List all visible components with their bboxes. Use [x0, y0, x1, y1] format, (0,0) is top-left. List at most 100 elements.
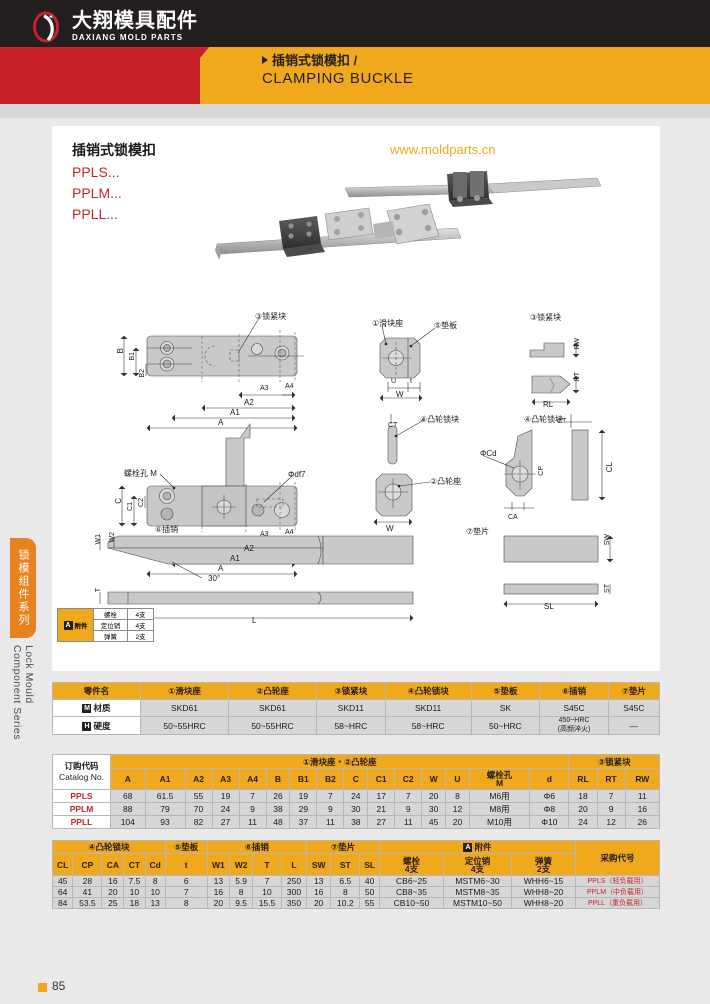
- mark-a-icon-2: A: [463, 843, 473, 853]
- label-cam-seat: ②凸轮座: [430, 477, 462, 486]
- dim-cell: 82: [184, 815, 213, 829]
- col-SL: SL: [359, 853, 380, 876]
- dim-A4b: A4: [285, 529, 294, 536]
- dim-cell: M6用: [468, 789, 531, 803]
- footer-marker-icon: [38, 983, 47, 992]
- label-lock-block-top: ③锁紧块: [255, 312, 287, 321]
- page-number: 85: [52, 979, 66, 993]
- dim2-cell: 64: [51, 886, 74, 898]
- dim-B: B: [116, 348, 125, 354]
- dim-cell: 11: [394, 815, 423, 829]
- group-header-pin: ⑥插销: [206, 840, 308, 854]
- dim2-cell: 84: [51, 897, 74, 909]
- dim-cell: 17: [367, 789, 396, 803]
- header-bottom-grey: [0, 104, 710, 118]
- table-header-row: 零件名 ①滑块座 ②凸轮座 ③锁紧块 ④凸轮锁块 ⑤垫板 ⑥插销 ⑦垫片: [52, 682, 661, 700]
- sidebar-tab-en: Lock Mould Component Series: [10, 645, 36, 765]
- group-header-slider-cam: ①滑块座・②凸轮座: [109, 754, 570, 769]
- dim2-cell: 10.2: [330, 897, 361, 909]
- material-cell: SK: [470, 699, 541, 717]
- dim2-cell: 8: [229, 886, 253, 898]
- dim-cell: Φ10: [529, 815, 570, 829]
- dim2-cell: 20: [306, 897, 332, 909]
- dim-t: t: [410, 378, 412, 385]
- dim-CA: CA: [508, 514, 518, 521]
- dim2-cell: 10: [144, 886, 166, 898]
- label-bolt-hole: 螺栓孔 M: [124, 469, 157, 478]
- material-cell: SKD61: [227, 699, 317, 717]
- material-col-header: ⑥插销: [539, 682, 609, 700]
- dim-cell: 27: [367, 815, 396, 829]
- accessory-qty: 4支: [127, 608, 154, 620]
- dim-A1b: A1: [230, 554, 240, 563]
- dim-cell: 38: [343, 815, 369, 829]
- group-header-cam-lock: ④凸轮锁块: [52, 840, 166, 854]
- dim2-cell: 10: [251, 886, 282, 898]
- page-title-en: CLAMPING BUCKLE: [262, 70, 414, 87]
- label-cam-lock-right: ④凸轮锁块: [524, 415, 564, 424]
- dim-CT: CT: [388, 422, 398, 429]
- dim2-cell: 250: [280, 875, 308, 887]
- dim-A1: A1: [230, 408, 240, 417]
- dim-cell: 68: [110, 789, 146, 803]
- dim2-cell: 6.5: [330, 875, 361, 887]
- header-black-band: [0, 0, 710, 47]
- dim-cell: 12: [596, 815, 626, 829]
- product-code: PPLL...: [72, 206, 118, 222]
- col-d: d: [529, 768, 570, 790]
- dim-W: W: [396, 390, 404, 399]
- dim2-cell: 16: [206, 886, 231, 898]
- logo-title-cn: 大翔模具配件: [72, 10, 198, 32]
- dim-cell: 12: [445, 802, 470, 816]
- material-cell: SKD11: [315, 699, 386, 717]
- brand-logo: 大翔模具配件 DAXIANG MOLD PARTS: [32, 9, 232, 45]
- col-t: t: [164, 853, 208, 876]
- col-B2: B2: [316, 768, 345, 790]
- dim2-cell: WHH6~15: [511, 875, 576, 887]
- dim-A4: A4: [285, 383, 294, 390]
- dim-cell: 38: [265, 802, 291, 816]
- col-bolt: 螺栓 4支: [379, 853, 444, 876]
- dim-cell: 79: [144, 802, 186, 816]
- col-A1: A1: [144, 768, 186, 790]
- dim2-cell: 13: [144, 897, 166, 909]
- dim-CL: CL: [605, 462, 614, 473]
- material-cell: 58~HRC: [315, 716, 386, 735]
- dim-B2: B2: [139, 369, 146, 378]
- dim2-cell: MSTM10~50: [443, 897, 512, 909]
- dim-W2: W2: [109, 532, 116, 543]
- table-row: 45 28 16 7.5 8 6 13 5.9 7 250 13 6.5 40 …: [51, 875, 660, 887]
- dim2-cell: 13: [206, 875, 231, 887]
- dim-cell: 7: [394, 789, 423, 803]
- col-bolt-hole: 螺栓孔 M: [468, 768, 531, 790]
- col-L: L: [280, 853, 308, 876]
- dim2-cell: 20: [206, 897, 231, 909]
- dim-cell: 104: [110, 815, 146, 829]
- material-cell: 50~55HRC: [227, 716, 317, 735]
- dim-A3: A3: [260, 385, 269, 392]
- table-row: PPLL 104 93 82 27 11 48 37 11 38 27 11 4…: [52, 815, 661, 829]
- dim-cell: 93: [144, 815, 186, 829]
- col-A4: A4: [238, 768, 267, 790]
- material-col-header: ②凸轮座: [227, 682, 317, 700]
- dim2-cell: 40: [359, 875, 380, 887]
- dim2-cell: 10: [123, 886, 146, 898]
- table-row: 84 53.5 25 18 13 8 20 9.5 15.5 350 20 10…: [51, 897, 660, 909]
- label-lock-block-right: ③锁紧块: [530, 313, 562, 322]
- label-shim: ⑦垫片: [466, 527, 490, 536]
- col-C: C: [343, 768, 369, 790]
- label-pin: ⑥插销: [155, 525, 179, 534]
- dim-cell: 55: [184, 789, 213, 803]
- col-U: U: [445, 768, 470, 790]
- sidebar-tab-label-en: Lock Mould Component Series: [11, 645, 35, 740]
- material-cell: 50~55HRC: [140, 716, 229, 735]
- material-cell: 58~HRC: [384, 716, 472, 735]
- dim2-cell: 8: [330, 886, 361, 898]
- sidebar-tab-series[interactable]: 锁模组件系列: [10, 538, 36, 638]
- col-A: A: [110, 768, 146, 790]
